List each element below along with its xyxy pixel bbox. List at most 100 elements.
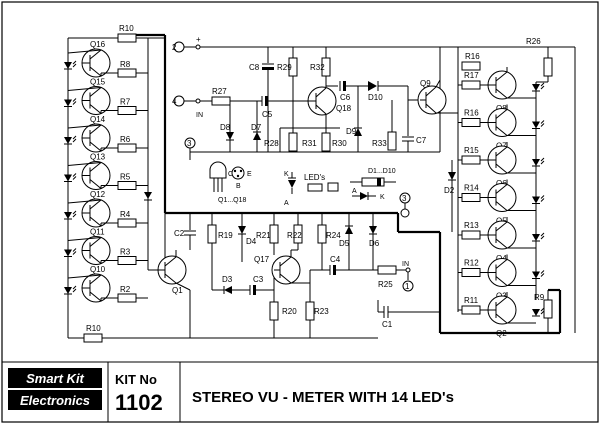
label-r31: R31 <box>302 139 317 148</box>
label-c2: C2 <box>174 229 185 238</box>
component-labels: R10 R10 2 + 4 IN 3 3 1 IN Q1 Q9 Q17 Q18 … <box>86 24 545 333</box>
label-left-resistor: R5 <box>120 173 131 182</box>
smart-kit-logo: Smart Kit Electronics <box>8 368 102 410</box>
label-r24: R24 <box>326 231 341 240</box>
label-right-resistor: R12 <box>464 259 479 268</box>
right-stage: Q3R12 <box>458 254 545 301</box>
label-d3: D3 <box>222 275 233 284</box>
label-d6: D6 <box>369 239 380 248</box>
label-d10: D10 <box>368 93 383 102</box>
label-d9: D9 <box>346 127 357 136</box>
logo-line1: Smart Kit <box>26 371 84 386</box>
label-q17: Q17 <box>254 255 270 264</box>
node-4-in: IN <box>196 112 203 119</box>
label-r25: R25 <box>378 280 393 289</box>
legend-diodes: D1...D10 <box>368 168 396 175</box>
label-r27: R27 <box>212 87 227 96</box>
label-r19: R19 <box>218 231 233 240</box>
label-q9: Q9 <box>420 79 431 88</box>
label-q1: Q1 <box>172 286 183 295</box>
legend-led-k: K <box>284 171 289 178</box>
node-4: 4 <box>172 97 177 106</box>
legend-diode-a: A <box>352 188 357 195</box>
node-1: 1 <box>405 282 410 291</box>
label-left-resistor: R6 <box>120 135 131 144</box>
right-stage: Q2 R11 <box>458 292 545 338</box>
node-2-sign: + <box>196 35 201 44</box>
label-right-resistor-top: R16 <box>465 52 480 61</box>
legend-leds: LED's <box>304 173 325 182</box>
right-stage: Q4R13 <box>458 217 545 263</box>
label-right-resistor: R11 <box>464 296 479 305</box>
kit-number: 1102 <box>115 390 163 415</box>
label-left-transistor: Q11 <box>90 228 105 237</box>
label-left-transistor: Q14 <box>90 115 106 124</box>
label-left-resistor: R3 <box>120 248 131 257</box>
right-stage: Q8R17 <box>458 67 545 113</box>
label-left-resistor: R2 <box>120 285 131 294</box>
label-r22: R22 <box>287 231 302 240</box>
logo-line2: Electronics <box>20 393 90 408</box>
label-c3: C3 <box>253 275 264 284</box>
label-right-transistor: Q2 <box>496 329 507 338</box>
label-c1: C1 <box>382 320 393 329</box>
node-3-left: 3 <box>187 139 192 148</box>
node-2: 2 <box>172 43 177 52</box>
label-d7: D7 <box>251 123 262 132</box>
label-left-transistor: Q12 <box>90 190 106 199</box>
legend <box>209 161 396 200</box>
kit-title: STEREO VU - METER WITH 14 LED's <box>192 389 454 406</box>
label-c5: C5 <box>262 110 273 119</box>
label-left-transistor: Q15 <box>90 78 106 87</box>
label-r10-top: R10 <box>119 24 134 33</box>
label-d5: D5 <box>339 239 350 248</box>
label-left-transistor: Q16 <box>90 40 106 49</box>
label-left-transistor: Q10 <box>90 265 106 274</box>
kit-no-label: KIT No <box>115 372 157 387</box>
label-right-resistor: R16 <box>464 109 479 118</box>
label-r9: R9 <box>534 293 545 302</box>
label-left-resistor: R7 <box>120 98 131 107</box>
label-right-resistor: R14 <box>464 184 479 193</box>
label-r28: R28 <box>264 139 279 148</box>
label-d2: D2 <box>444 186 455 195</box>
right-stage: Q6R15 <box>458 142 545 188</box>
footer: Smart Kit Electronics KIT No 1102 STEREO… <box>2 361 598 422</box>
label-r30: R30 <box>332 139 347 148</box>
legend-b: B <box>236 183 241 190</box>
legend-diode-k: K <box>380 194 385 201</box>
right-ladder: R16Q8R17Q7R16Q6R15Q5R14Q4R13Q3R12Q2R11 <box>440 46 576 338</box>
label-right-resistor: R15 <box>464 146 479 155</box>
legend-led-a: A <box>284 200 289 207</box>
node-1-in: IN <box>402 261 409 268</box>
label-c7: C7 <box>416 136 427 145</box>
upper-amp <box>136 33 458 213</box>
label-r33: R33 <box>372 139 387 148</box>
label-right-resistor: R17 <box>464 71 479 80</box>
label-r32: R32 <box>310 63 325 72</box>
label-r10-bottom: R10 <box>86 324 101 333</box>
label-left-resistor: R8 <box>120 60 131 69</box>
label-c4: C4 <box>330 255 341 264</box>
legend-transistor: Q1...Q18 <box>218 197 247 204</box>
label-left-resistor: R4 <box>120 210 131 219</box>
legend-e: E <box>247 171 252 178</box>
label-c6: C6 <box>340 93 351 102</box>
label-r20: R20 <box>282 307 297 316</box>
node-3-right: 3 <box>402 194 407 203</box>
label-left-transistor: Q13 <box>90 153 106 162</box>
legend-c: C <box>228 171 233 178</box>
label-r29: R29 <box>277 63 292 72</box>
label-d8: D8 <box>220 123 231 132</box>
right-stage: Q5R14 <box>458 179 545 226</box>
